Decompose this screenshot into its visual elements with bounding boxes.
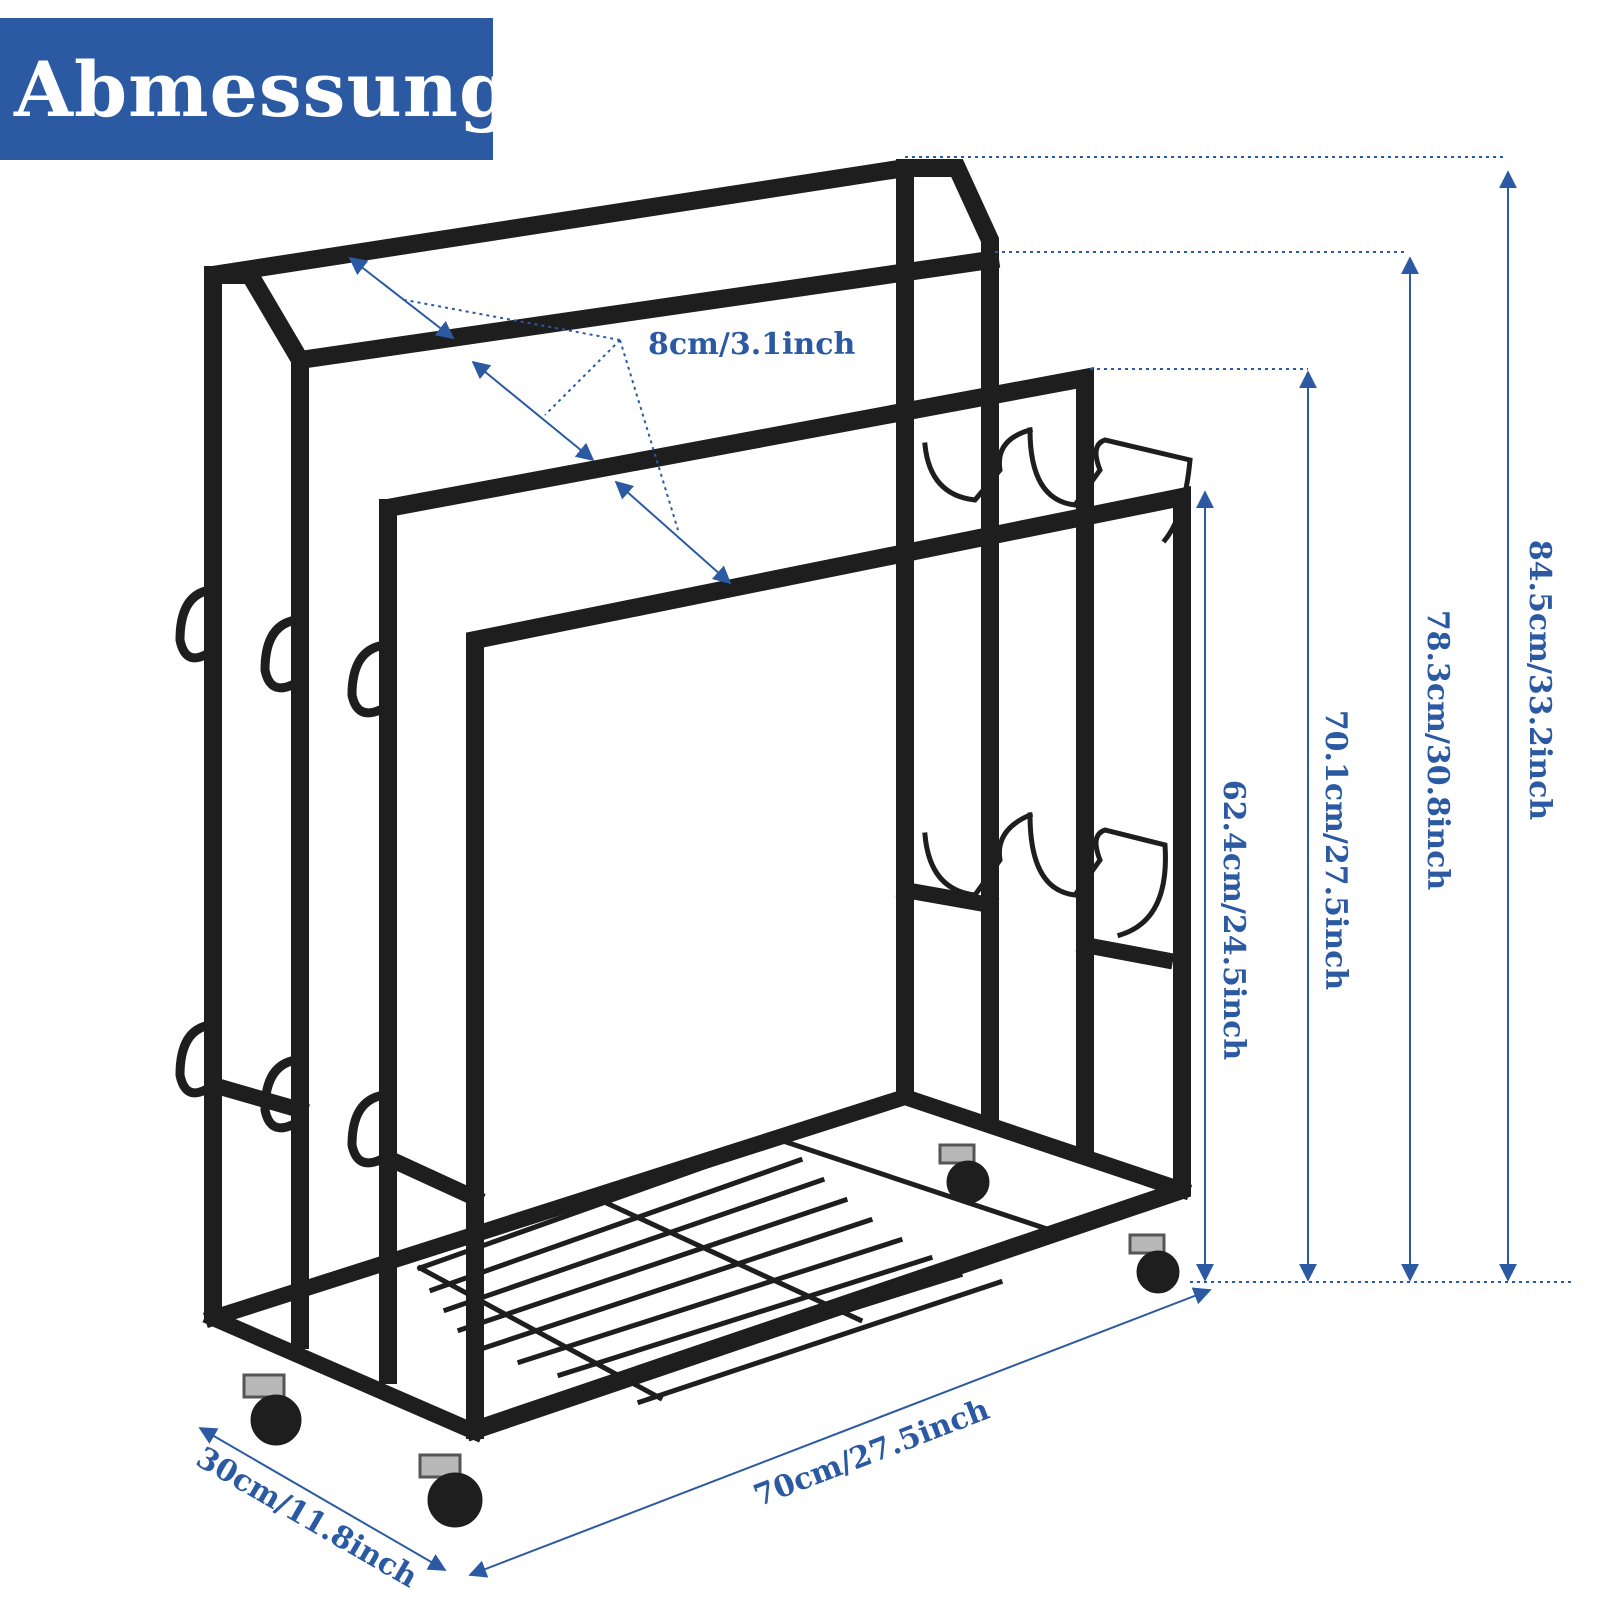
back-frame <box>204 159 1001 1349</box>
arrow-spacing-3 <box>614 480 732 585</box>
arrow-spacing-2 <box>471 360 595 462</box>
dimension-guides <box>198 156 1575 1578</box>
arrow-width <box>468 1287 1212 1578</box>
rack-illustration <box>175 159 1193 1528</box>
middle-frame <box>379 367 1094 1384</box>
arrow-spacing-1 <box>348 256 455 340</box>
label-spacing: 8cm/3.1inch <box>648 327 856 362</box>
label-depth: 30cm/11.8inch <box>190 1440 423 1595</box>
label-height-total: 84.5cm/33.2inch <box>1522 540 1557 821</box>
hooks <box>175 584 390 1168</box>
title-text: Abmessung <box>14 44 514 134</box>
base-frame <box>202 880 1193 1443</box>
label-height-front: 62.4cm/24.5inch <box>1216 780 1251 1061</box>
ball-holders <box>922 426 1193 939</box>
label-height-back: 78.3cm/30.8inch <box>1420 610 1455 891</box>
title-banner: Abmessung <box>0 18 512 160</box>
arrow-depth <box>198 1427 447 1571</box>
label-height-middle: 70.1cm/27.5inch <box>1318 710 1353 991</box>
